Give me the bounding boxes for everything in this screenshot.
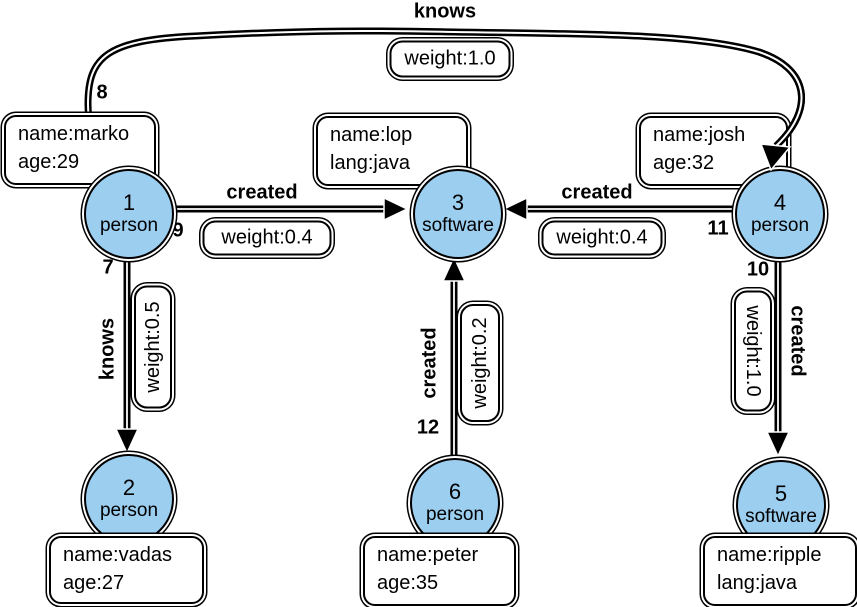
edge-12-arrowhead-icon (441, 255, 467, 282)
vertex-2-circle: 2 person (84, 454, 174, 544)
edge-7-arrowhead-icon (114, 428, 140, 455)
vertex-2-properties-box: name:vadas age:27 (49, 536, 204, 604)
edge-11-weight-box: weight:0.4 (541, 220, 663, 256)
vertex-label: software (745, 506, 817, 527)
vertex-label: person (99, 500, 159, 521)
vertex-5-circle: 5 software (736, 460, 826, 550)
vertex-3-circle: 3 software (413, 169, 503, 259)
edge-10-id: 10 (746, 258, 770, 281)
vertex-id: 3 (451, 190, 465, 215)
edge-12-id: 12 (416, 416, 440, 439)
vertex-6-properties-box: name:peter age:35 (363, 536, 516, 606)
edge-9-weight-box: weight:0.4 (202, 220, 332, 256)
edge-8-arc-tail-core (758, 51, 803, 147)
edge-9-arrowhead-icon (383, 196, 409, 222)
edge-8-label: knows (413, 0, 477, 23)
edge-8-id: 8 (96, 81, 108, 104)
vertex-id: 2 (122, 475, 136, 500)
vertex-id: 1 (122, 190, 136, 215)
edge-7-id: 7 (102, 256, 114, 279)
vertex-label: person (425, 504, 485, 525)
vertex-label: person (750, 215, 810, 236)
edge-9-id: 9 (172, 219, 184, 242)
property-line: lang:java (330, 152, 411, 174)
vertex-id: 6 (448, 479, 462, 504)
vertex-id: 4 (773, 190, 787, 215)
property-line: lang:java (717, 572, 798, 594)
edge-10-arrowhead-icon (765, 431, 791, 458)
vertex-id: 5 (774, 481, 788, 506)
property-line: age:27 (63, 572, 125, 594)
vertex-1-circle: 1 person (84, 169, 174, 259)
property-line: age:32 (653, 152, 715, 174)
property-line: age:29 (18, 151, 80, 173)
edge-8-arc-tail (757, 48, 805, 149)
vertex-6-circle: 6 person (410, 458, 500, 548)
edge-11-label: created (561, 181, 633, 204)
edge-8-weight-box: weight:1.0 (389, 40, 511, 78)
vertex-4-circle: 4 person (735, 169, 825, 259)
edge-8-arrowhead-icon (759, 143, 792, 172)
property-line: name:marko (18, 123, 130, 145)
vertex-label: software (422, 215, 494, 236)
property-line: name:vadas (63, 544, 172, 566)
property-line: name:ripple (717, 544, 822, 566)
property-line: age:35 (377, 572, 439, 594)
vertex-5-properties-box: name:ripple lang:java (703, 536, 857, 606)
property-line: name:josh (653, 124, 746, 146)
edge-11-arrowhead-icon (502, 196, 528, 222)
edge-11-id: 11 (707, 217, 729, 240)
vertex-label: person (99, 215, 159, 236)
property-line: name:peter (377, 544, 479, 566)
edge-9-label: created (226, 181, 298, 204)
property-line: name:lop (330, 124, 413, 146)
